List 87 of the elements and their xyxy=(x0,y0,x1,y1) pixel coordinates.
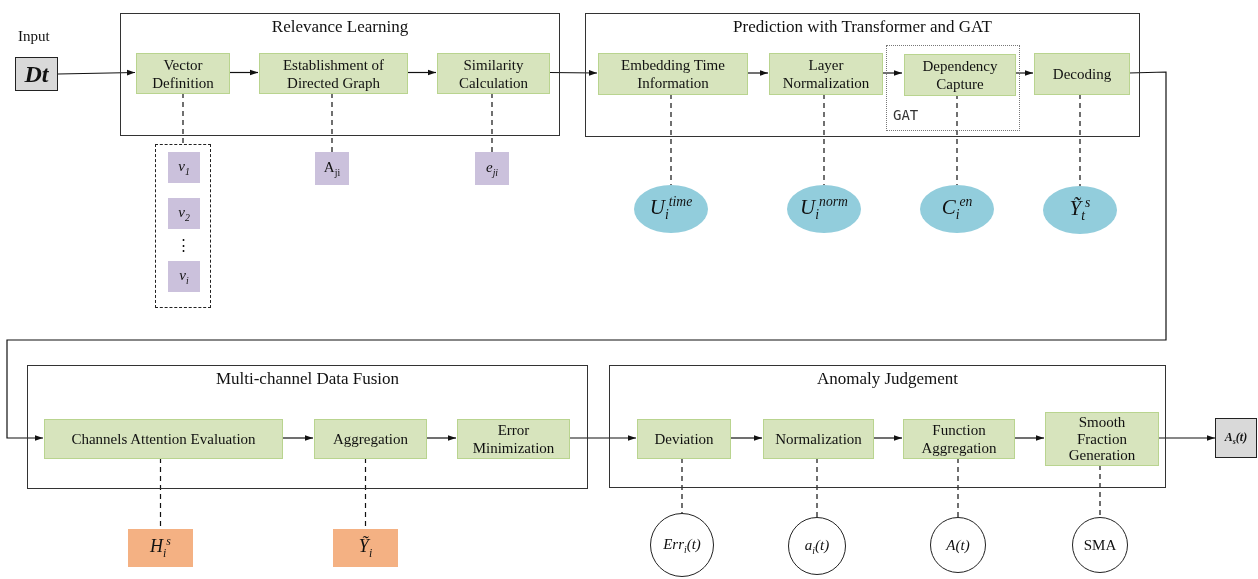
process-box xyxy=(598,53,748,95)
variable-circle xyxy=(1072,517,1128,573)
dashed-connector xyxy=(491,92,493,153)
step-label: Deviation xyxy=(654,430,714,448)
math-symbol: Ỹ$_{i}$ xyxy=(358,535,373,561)
panel-title: Prediction with Transformer and GAT xyxy=(732,17,993,38)
terminal-box xyxy=(1215,418,1257,458)
process-box xyxy=(437,53,550,94)
step-label: Channels Attention Evaluation xyxy=(71,430,256,448)
dashed-group-frame xyxy=(155,144,211,308)
dotted-group-frame xyxy=(886,45,1020,131)
variable-box xyxy=(168,198,200,229)
math-symbol: e$_{ji}$ xyxy=(485,158,499,179)
input-caption: Input xyxy=(18,28,50,45)
variable-box xyxy=(475,152,509,185)
step-label: A$_{s}$(t) xyxy=(1224,429,1248,447)
frame-label: GAT xyxy=(893,107,919,124)
math-symbol: Err$_{i}$(t) xyxy=(663,534,701,556)
step-label: Aggregation xyxy=(333,430,408,448)
variable-box xyxy=(128,529,193,567)
arrow xyxy=(872,435,903,441)
math-symbol: A$_{ji}$ xyxy=(323,158,341,179)
process-box xyxy=(763,419,874,459)
step-label: Dt xyxy=(24,59,49,89)
process-box xyxy=(1045,412,1159,466)
math-symbol: v$_{2}$ xyxy=(178,203,190,224)
arrow xyxy=(548,70,598,76)
step-label: Establishment of Directed Graph xyxy=(281,55,386,92)
variable-box xyxy=(168,152,200,183)
process-box xyxy=(44,419,283,459)
process-box xyxy=(314,419,427,459)
arrow xyxy=(281,435,314,441)
dashed-connector xyxy=(823,93,825,186)
ellipsis-mark: ⋮ xyxy=(176,236,191,254)
group-panel xyxy=(609,365,1166,488)
dashed-connector xyxy=(331,92,333,153)
arrow xyxy=(729,435,763,441)
process-box xyxy=(903,419,1015,459)
group-panel xyxy=(120,13,560,136)
arrow xyxy=(57,69,136,76)
math-symbol: v$_{i}$ xyxy=(179,266,189,287)
dashed-connector xyxy=(1079,93,1081,187)
math-symbol: SMA xyxy=(1083,536,1117,554)
step-label: Dependency Capture xyxy=(921,57,999,93)
process-box xyxy=(1034,53,1130,95)
group-panel xyxy=(585,13,1140,137)
step-label: Layer Normalization xyxy=(781,56,871,92)
panel-title: Anomaly Judgement xyxy=(815,369,960,390)
process-box xyxy=(136,53,230,94)
arrow xyxy=(1013,435,1045,441)
dashed-connector xyxy=(957,457,959,518)
variable-box xyxy=(315,152,349,185)
step-label: Function Aggregation xyxy=(920,421,998,457)
dashed-connector xyxy=(1099,464,1101,518)
step-label: Smooth Fraction Generation xyxy=(1067,414,1137,464)
step-label: Error Minimization xyxy=(471,421,556,457)
group-panel xyxy=(27,365,588,489)
variable-circle xyxy=(930,517,986,573)
process-box xyxy=(637,419,731,459)
terminal-box xyxy=(15,57,58,91)
panel-title: Relevance Learning xyxy=(270,17,410,38)
process-box xyxy=(904,54,1016,96)
step-label: Normalization xyxy=(775,430,862,448)
variable-box xyxy=(333,529,398,567)
arrow xyxy=(425,435,457,441)
arrow xyxy=(881,70,903,76)
arrow xyxy=(1157,435,1216,441)
step-label: Similarity Calculation xyxy=(457,55,530,92)
process-box xyxy=(259,53,408,94)
process-box xyxy=(769,53,883,95)
arrow xyxy=(6,71,1167,441)
arrow xyxy=(406,69,437,76)
arrow xyxy=(746,70,769,76)
math-symbol: a$_{i}$(t) xyxy=(804,535,830,557)
math-symbol: A(t) xyxy=(946,536,970,554)
math-symbol: v$_{1}$ xyxy=(178,157,190,178)
arrow xyxy=(568,435,637,441)
step-label: Decoding xyxy=(1052,65,1112,83)
step-label: Embedding Time Information xyxy=(620,56,726,92)
step-label: Vector Definition xyxy=(151,55,215,92)
process-box xyxy=(457,419,570,459)
variable-box xyxy=(168,261,200,292)
arrow xyxy=(228,69,259,76)
panel-title: Multi-channel Data Fusion xyxy=(214,369,401,390)
dashed-connector xyxy=(182,92,184,145)
dashed-connector xyxy=(670,93,672,186)
dashed-connector xyxy=(816,457,818,518)
